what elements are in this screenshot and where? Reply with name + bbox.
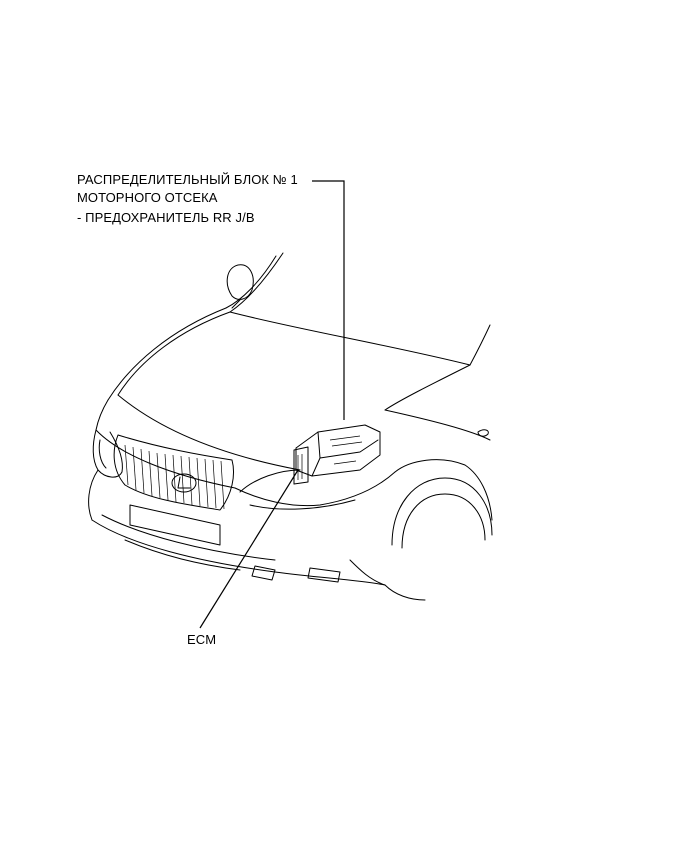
fuse-label: - ПРЕДОХРАНИТЕЛЬ RR J/B bbox=[77, 210, 255, 225]
ecm-label: ECM bbox=[187, 632, 217, 647]
ecm-leader bbox=[199, 469, 299, 629]
car-front-outline bbox=[88, 252, 493, 601]
junction-block-leader bbox=[312, 180, 345, 420]
junction-block-label-line1: РАСПРЕДЕЛИТЕЛЬНЫЙ БЛОК № 1 bbox=[77, 172, 298, 187]
junction-block-label-line2: МОТОРНОГО ОТСЕКА bbox=[77, 190, 218, 205]
